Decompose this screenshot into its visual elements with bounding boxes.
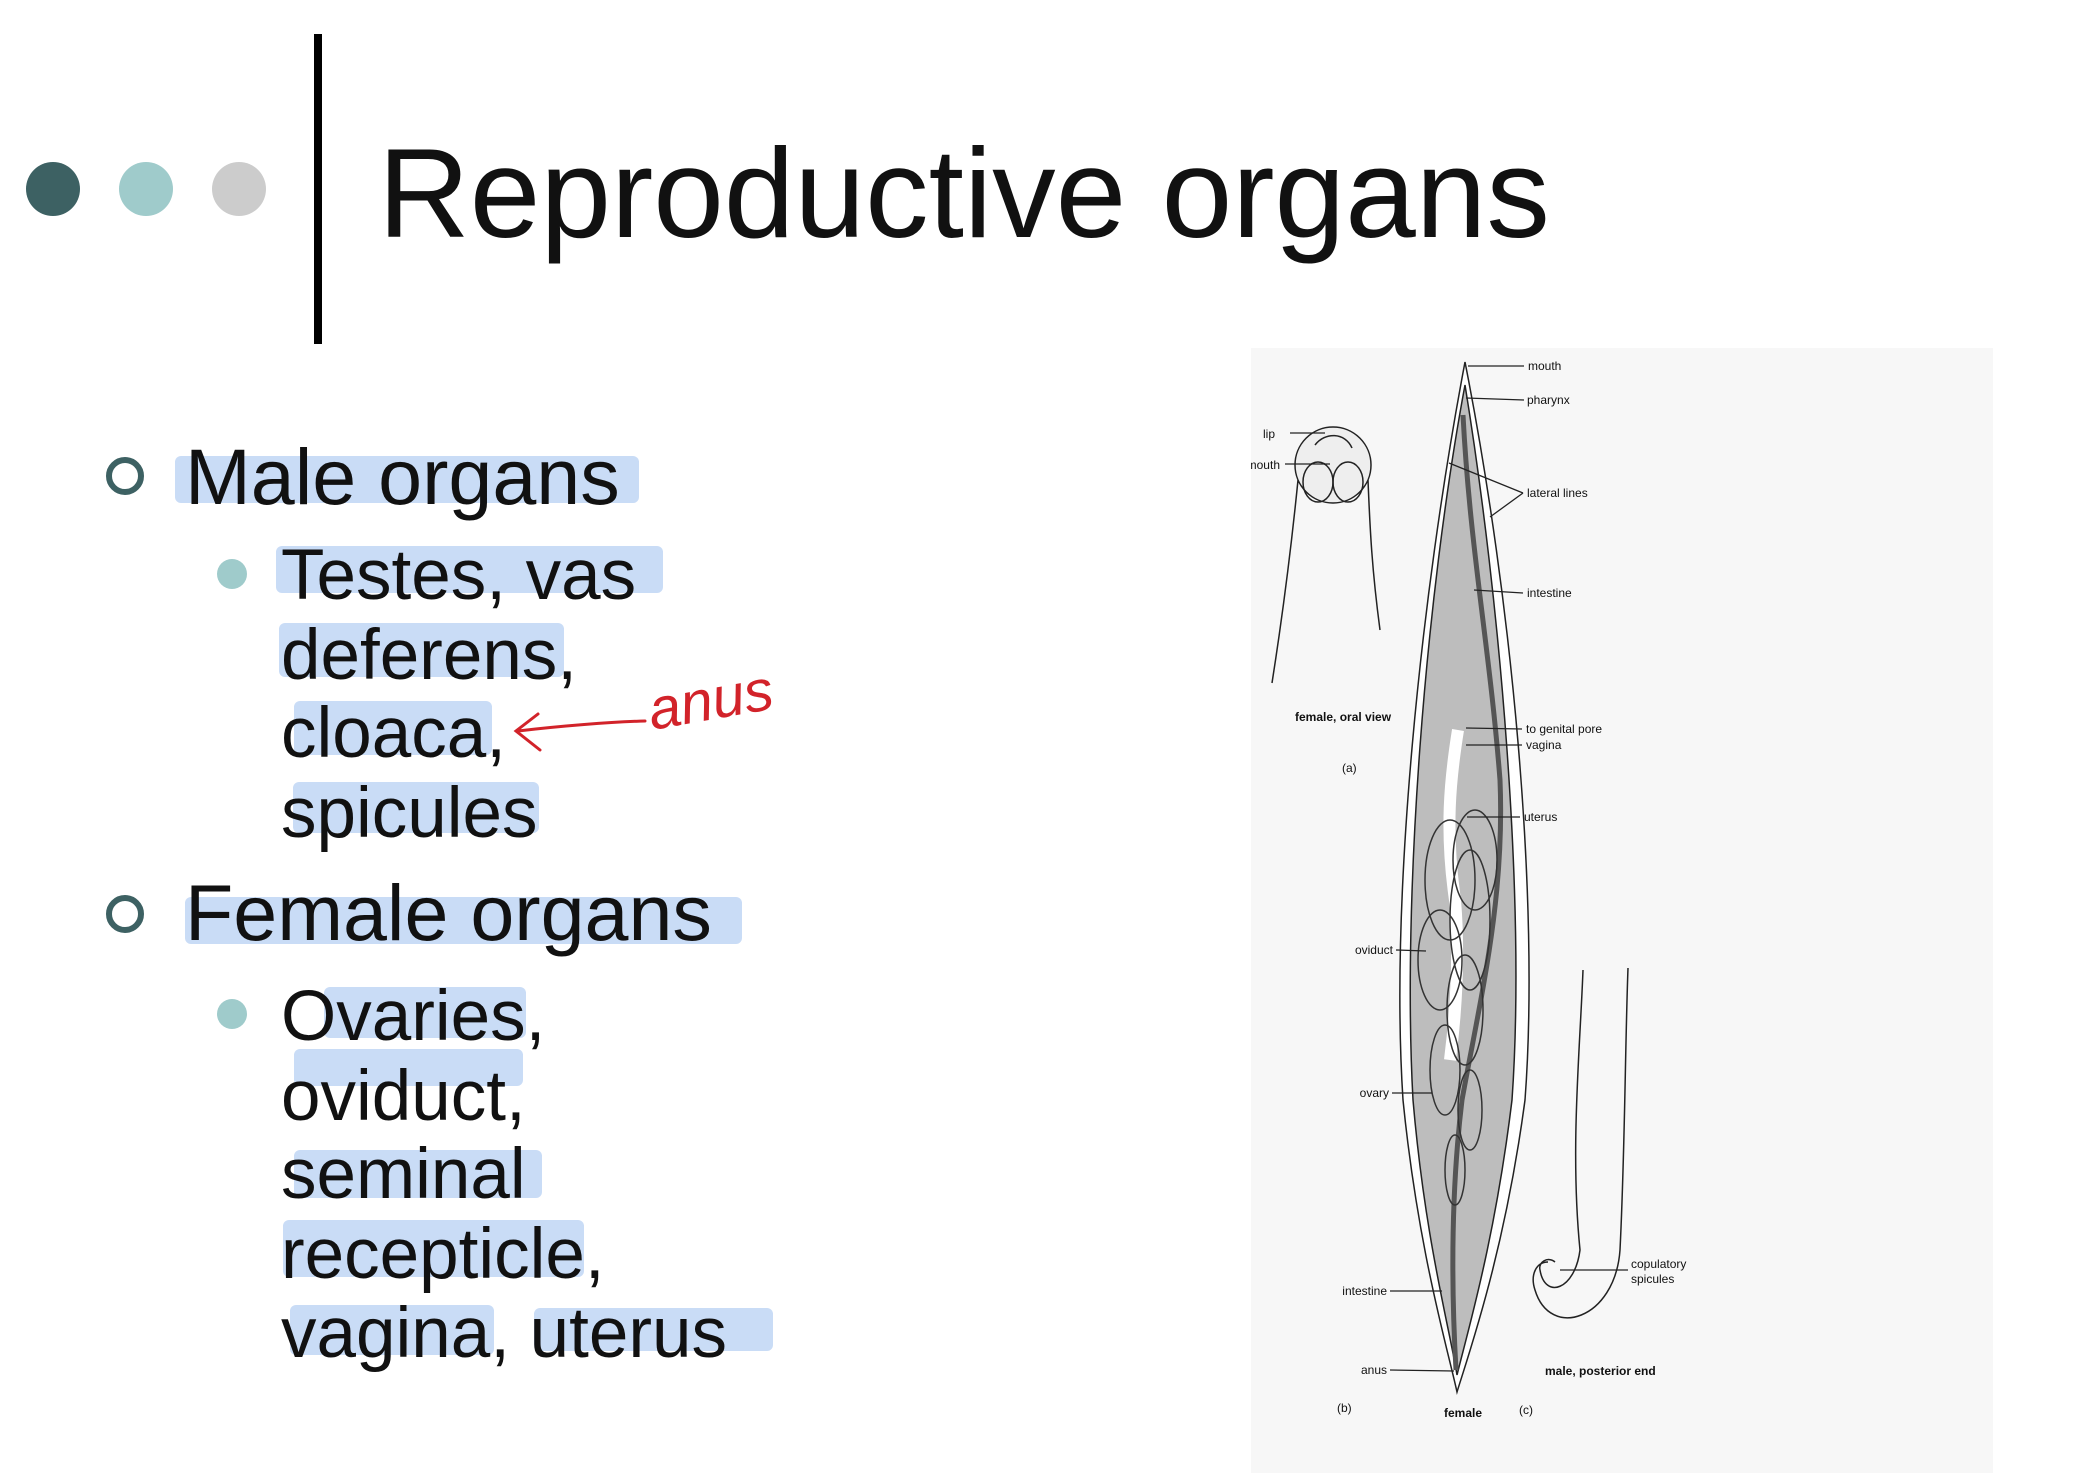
- label-spicules: spicules: [1631, 1272, 1674, 1286]
- highlight: [185, 897, 742, 944]
- decor-dot-dark: [26, 162, 80, 216]
- male-line-1: Testes, vas: [281, 536, 637, 615]
- label-lateral-lines: lateral lines: [1527, 486, 1588, 500]
- bullet-male-organs: Male organs: [185, 432, 620, 521]
- female-line-5: vagina, uterus: [281, 1294, 728, 1373]
- caption-a: female, oral view: [1295, 710, 1392, 724]
- panel-b: (b): [1337, 1401, 1352, 1415]
- nematode-anatomy-figure: lip mouth female, oral view (a) mouth ph…: [1251, 348, 1993, 1473]
- label-ovary: ovary: [1360, 1086, 1389, 1100]
- subbullet-dot-male: [217, 559, 247, 589]
- label-pharynx: pharynx: [1527, 393, 1570, 407]
- female-line-1: Ovaries,: [281, 977, 546, 1056]
- bullet-ring-male: [106, 457, 144, 495]
- highlight: [324, 987, 526, 1038]
- caption-c: male, posterior end: [1545, 1364, 1656, 1378]
- label-genital-pore: to genital pore: [1526, 722, 1602, 736]
- subbullet-dot-female: [217, 999, 247, 1029]
- highlight: [279, 623, 564, 677]
- decor-dot-gray: [212, 162, 266, 216]
- highlight: [276, 546, 663, 593]
- annotation-text: anus: [643, 657, 778, 743]
- highlight: [294, 1049, 523, 1086]
- label-intestine-top: intestine: [1527, 586, 1572, 600]
- decor-dot-teal: [119, 162, 173, 216]
- female-line-4: recepticle,: [281, 1215, 605, 1294]
- highlight: [290, 1305, 494, 1355]
- title-divider: [314, 34, 322, 344]
- caption-b: female: [1444, 1406, 1482, 1420]
- male-line-3: cloaca,: [281, 694, 506, 773]
- label-lip: lip: [1263, 427, 1275, 441]
- label-copulatory: copulatory: [1631, 1257, 1686, 1271]
- male-line-2: deferens,: [281, 616, 578, 695]
- female-line-2: oviduct,: [281, 1057, 526, 1136]
- anus-annotation: anus: [513, 657, 778, 752]
- label-anus: anus: [1361, 1363, 1387, 1377]
- label-vagina: vagina: [1526, 738, 1562, 752]
- slide-title: Reproductive organs: [378, 122, 1550, 264]
- label-oviduct: oviduct: [1355, 943, 1394, 957]
- male-line-4: spicules: [281, 774, 538, 853]
- label-intestine-bottom: intestine: [1342, 1284, 1387, 1298]
- arrow-left-icon: [513, 712, 647, 752]
- highlight: [534, 1308, 773, 1351]
- panel-c: (c): [1519, 1403, 1533, 1417]
- panel-a: (a): [1342, 761, 1357, 775]
- highlight: [293, 782, 539, 833]
- bullet-ring-female: [106, 895, 144, 933]
- bullet-female-organs: Female organs: [185, 868, 712, 957]
- female-line-3: seminal: [281, 1135, 526, 1214]
- label-mouth-a: mouth: [1251, 458, 1280, 472]
- highlight: [294, 701, 492, 755]
- highlight: [294, 1150, 542, 1198]
- highlight: [175, 456, 639, 503]
- label-mouth: mouth: [1528, 359, 1561, 373]
- label-uterus: uterus: [1524, 810, 1557, 824]
- highlight: [283, 1220, 584, 1277]
